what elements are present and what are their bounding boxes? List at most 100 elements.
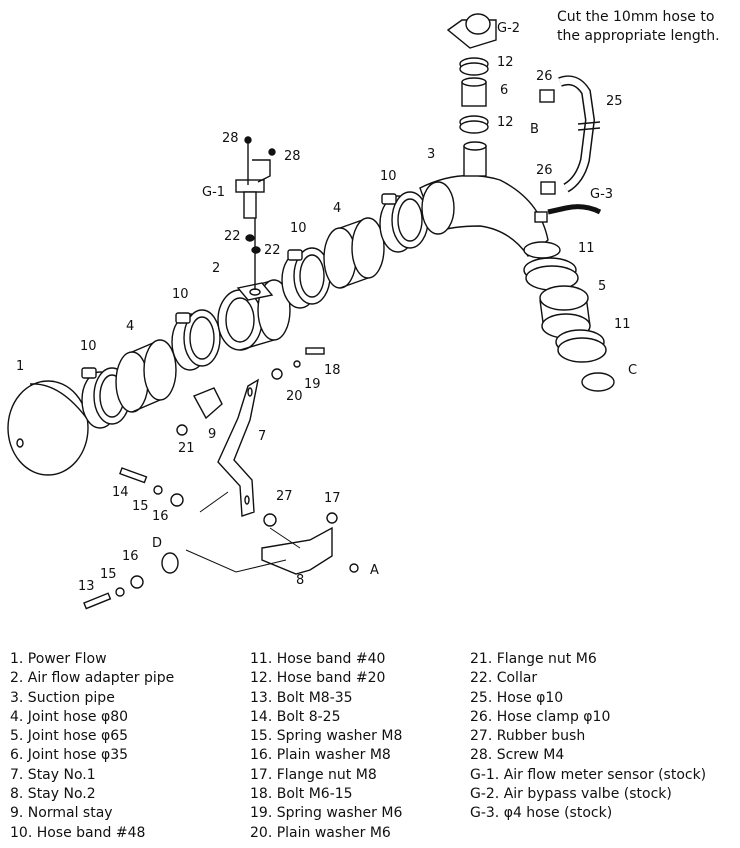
hose-clamp-26-b: [540, 181, 556, 195]
callout-10-a: 10: [80, 339, 97, 354]
callout-19: 19: [304, 377, 321, 392]
legend-item: 16. Plain washer M8: [250, 747, 391, 764]
legend-item: 28. Screw M4: [470, 747, 565, 764]
legend-item: 12. Hose band #20: [250, 670, 386, 687]
hose-band-10-d: [379, 191, 429, 253]
air-flow-adapter-pipe: [217, 279, 291, 351]
callout-2: 2: [212, 261, 220, 276]
callout-g1: G-1: [202, 185, 225, 200]
callout-9: 9: [208, 427, 216, 442]
callout-12-b: 12: [497, 115, 514, 130]
legend-item: 21. Flange nut M6: [470, 651, 597, 667]
callout-22-a: 22: [224, 229, 241, 244]
legend-item: 4. Joint hose φ80: [10, 708, 129, 725]
callout-26-a: 26: [536, 69, 553, 84]
legend-item: 14. Bolt 8-25: [250, 708, 341, 725]
callout-15-b: 15: [100, 567, 117, 582]
callout-25: 25: [606, 94, 623, 109]
fasteners: [83, 347, 359, 610]
legend-item: 8. Stay No.2: [10, 786, 96, 803]
air-flow-meter-sensor: [235, 136, 276, 290]
callout-11-b: 11: [614, 317, 631, 332]
callout-27: 27: [276, 489, 293, 504]
note-line-1: Cut the 10mm hose to: [557, 9, 715, 25]
legend-item: G-2. Air bypass valbe (stock): [470, 786, 672, 803]
callout-28-a: 28: [222, 131, 239, 146]
exploded-parts-diagram: 1 10 4 10 2 10 4 10 3 11 5 11 C G-2 12 6…: [7, 13, 637, 610]
callout-B: B: [530, 122, 539, 137]
callout-17: 17: [324, 491, 341, 506]
legend-item: 19. Spring washer M6: [250, 805, 403, 822]
callout-11-a: 11: [578, 241, 595, 256]
callout-10-b: 10: [172, 287, 189, 302]
callout-D: D: [152, 536, 162, 551]
legend-item: 18. Bolt M6-15: [250, 786, 353, 803]
legend-item: 25. Hose φ10: [470, 689, 564, 706]
callout-20: 20: [286, 389, 303, 404]
suction-pipe: [419, 141, 561, 259]
callout-g2: G-2: [497, 21, 520, 36]
callout-14: 14: [112, 485, 129, 500]
legend-item: 17. Flange nut M8: [250, 766, 377, 783]
legend-item: 6. Joint hose φ35: [10, 747, 129, 764]
legend-item: 15. Spring washer M8: [250, 728, 403, 745]
callout-1: 1: [16, 359, 24, 374]
legend-item: G-3. φ4 hose (stock): [470, 805, 613, 822]
callout-C: C: [628, 363, 637, 378]
callout-4-a: 4: [126, 319, 134, 334]
note-line-2: the appropriate length.: [557, 28, 720, 44]
callout-22-b: 22: [264, 243, 281, 258]
callout-28-b: 28: [284, 149, 301, 164]
callout-4-b: 4: [333, 201, 341, 216]
legend-item: 27. Rubber bush: [470, 728, 586, 745]
callout-6: 6: [500, 83, 508, 98]
legend-item: 3. Suction pipe: [10, 689, 115, 706]
stay-no1: [217, 378, 259, 517]
legend-item: 1. Power Flow: [10, 651, 107, 667]
callout-10-c: 10: [290, 221, 307, 236]
callout-3: 3: [427, 147, 435, 162]
hose-band-10-b: [171, 309, 221, 371]
callout-g3: G-3: [590, 187, 613, 202]
legend-item: 13. Bolt M8-35: [250, 689, 353, 706]
legend-item: 9. Normal stay: [10, 805, 113, 822]
normal-stay: [193, 387, 223, 420]
callout-26-b: 26: [536, 163, 553, 178]
callout-5: 5: [598, 279, 606, 294]
cut-hose-note: Cut the 10mm hose to the appropriate len…: [557, 8, 720, 46]
legend-item: 22. Collar: [470, 670, 538, 687]
legend-item: 26. Hose clamp φ10: [470, 708, 611, 725]
legend-item: 11. Hose band #40: [250, 651, 386, 667]
parts-legend-col1: 1. Power Flow 2. Air flow adapter pipe 3…: [10, 650, 174, 843]
legend-item: 2. Air flow adapter pipe: [10, 670, 175, 687]
hose-clamp-26-a: [539, 89, 555, 103]
callout-21: 21: [178, 441, 195, 456]
parts-legend-col2: 11. Hose band #40 12. Hose band #20 13. …: [250, 650, 402, 843]
joint-hose-4-b: [323, 217, 385, 289]
callout-18: 18: [324, 363, 341, 378]
legend-item: G-1. Air flow meter sensor (stock): [470, 766, 707, 783]
parts-legend-col3: 21. Flange nut M6 22. Collar 25. Hose φ1…: [470, 650, 706, 824]
joint-hose-6-set: [459, 57, 489, 134]
callout-8: 8: [296, 573, 304, 588]
g3-hose: [547, 204, 602, 215]
callout-A: A: [370, 563, 379, 578]
callout-16-a: 16: [152, 509, 169, 524]
callout-13: 13: [78, 579, 95, 594]
air-bypass-valve: [446, 13, 497, 49]
callout-15-a: 15: [132, 499, 149, 514]
callout-7: 7: [258, 429, 266, 444]
legend-item: 5. Joint hose φ65: [10, 728, 129, 745]
callout-12-a: 12: [497, 55, 514, 70]
legend-item: 20. Plain washer M6: [250, 824, 391, 841]
power-flow-filter: [7, 380, 89, 476]
legend-item: 10. Hose band #48: [10, 824, 146, 841]
callout-10-d: 10: [380, 169, 397, 184]
hose-band-10-c: [281, 247, 331, 309]
legend-item: 7. Stay No.1: [10, 766, 96, 783]
joint-hose-5-set: [523, 257, 615, 392]
joint-hose-4-a: [115, 339, 177, 413]
hose-25: [558, 75, 601, 193]
stay-no2: [261, 526, 333, 575]
callout-16-b: 16: [122, 549, 139, 564]
